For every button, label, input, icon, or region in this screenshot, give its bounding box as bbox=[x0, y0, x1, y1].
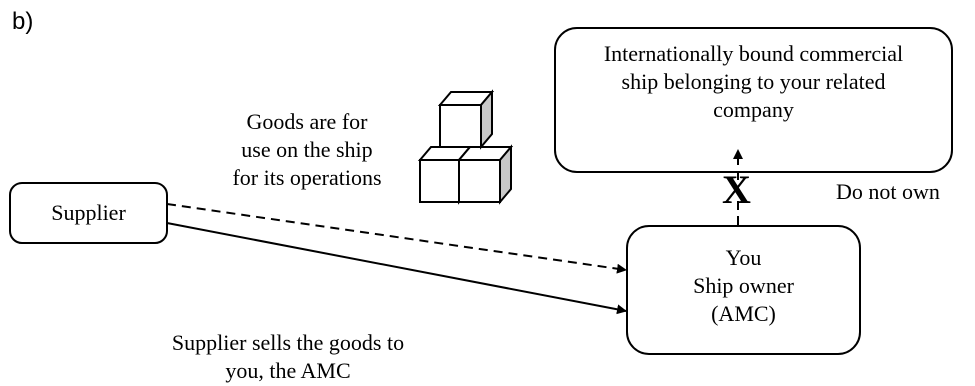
you-box-line-1: You bbox=[725, 245, 762, 270]
blocked-x-mark: X bbox=[722, 167, 751, 212]
you-box-line-3: (AMC) bbox=[711, 301, 776, 326]
ownership-note: Do not own bbox=[836, 179, 940, 204]
ship-box-line-3: company bbox=[713, 97, 794, 122]
sale-note: Supplier sells the goods to you, the AMC bbox=[138, 329, 438, 385]
supplier-box bbox=[9, 182, 168, 244]
goods-note: Goods are for use on the ship for its op… bbox=[212, 108, 402, 192]
panel-label: b) bbox=[12, 8, 34, 35]
you-box-text: You Ship owner (AMC) bbox=[627, 244, 860, 328]
goods-note-line-3: for its operations bbox=[232, 165, 382, 190]
supplier-label: Supplier bbox=[51, 200, 126, 225]
dashed-arrow-supplier-to-you bbox=[166, 203, 627, 274]
sale-note-line-1: Supplier sells the goods to bbox=[171, 330, 405, 355]
ship-box-text: Internationally bound commercial ship be… bbox=[555, 40, 952, 124]
sale-note-line-2: you, the AMC bbox=[225, 358, 351, 383]
ship-box bbox=[554, 27, 953, 173]
goods-note-line-1: Goods are for bbox=[246, 109, 368, 134]
ship-box-line-1: Internationally bound commercial bbox=[603, 41, 904, 66]
goods-cubes-icon bbox=[417, 89, 514, 205]
you-box bbox=[626, 225, 861, 355]
goods-note-line-2: use on the ship bbox=[241, 137, 373, 162]
you-box-line-2: Ship owner bbox=[693, 273, 794, 298]
solid-arrow-supplier-to-you bbox=[166, 222, 627, 315]
ship-box-line-2: ship belonging to your related bbox=[621, 69, 886, 94]
